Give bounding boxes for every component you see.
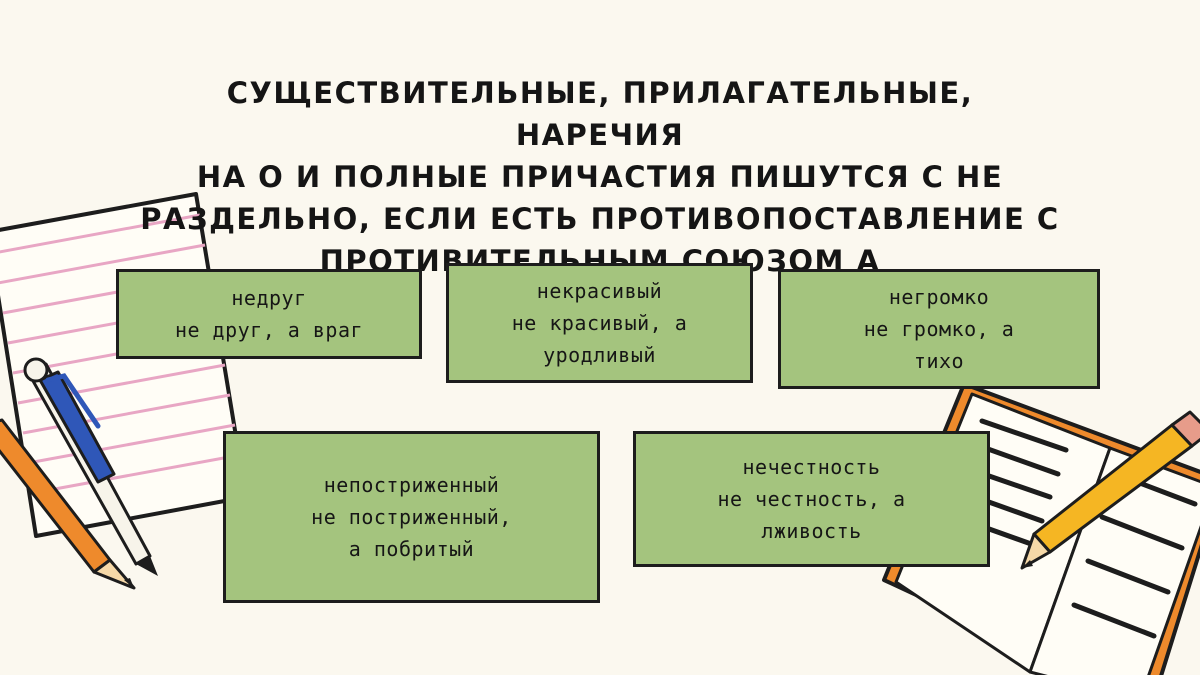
card-word: нечестность — [742, 455, 881, 479]
card-example: а побритый — [348, 537, 475, 561]
title-line: СУЩЕСТВИТЕЛЬНЫЕ, ПРИЛАГАТЕЛЬНЫЕ, НАРЕЧИЯ — [226, 76, 974, 152]
card-example: не красивый, а — [511, 311, 688, 335]
card-word: недруг — [231, 286, 307, 310]
card-word: негромко — [888, 285, 990, 309]
title-line: РАЗДЕЛЬНО, ЕСЛИ ЕСТЬ ПРОТИВОПОСТАВЛЕНИЕ … — [140, 202, 1060, 236]
example-card-negromko: негромко не громко, а тихо — [778, 269, 1100, 389]
example-card-nedrug: недруг не друг, а враг — [116, 269, 422, 359]
card-example: не честность, а — [717, 487, 906, 511]
card-example: не постриженный, — [311, 505, 512, 529]
example-card-nekrasivyi: некрасивый не красивый, а уродливый — [446, 263, 753, 383]
card-example: не друг, а враг — [174, 318, 364, 342]
card-example: тихо — [913, 349, 965, 373]
yellow-pencil-icon — [1020, 410, 1200, 570]
card-example: лживость — [761, 519, 862, 543]
card-example: уродливый — [543, 343, 656, 367]
title-line: НА О И ПОЛНЫЕ ПРИЧАСТИЯ ПИШУТСЯ С НЕ — [196, 160, 1004, 194]
orange-pencil-icon — [0, 418, 136, 590]
slide-title: СУЩЕСТВИТЕЛЬНЫЕ, ПРИЛАГАТЕЛЬНЫЕ, НАРЕЧИЯ… — [140, 72, 1060, 282]
example-card-nepostrizhennyi: непостриженный не постриженный, а побрит… — [223, 431, 600, 603]
card-word: непостриженный — [323, 473, 500, 497]
blue-pen-icon — [23, 357, 158, 576]
card-example: не громко, а — [863, 317, 1015, 341]
card-word: некрасивый — [536, 279, 663, 303]
example-card-nechestnost: нечестность не честность, а лживость — [633, 431, 990, 567]
